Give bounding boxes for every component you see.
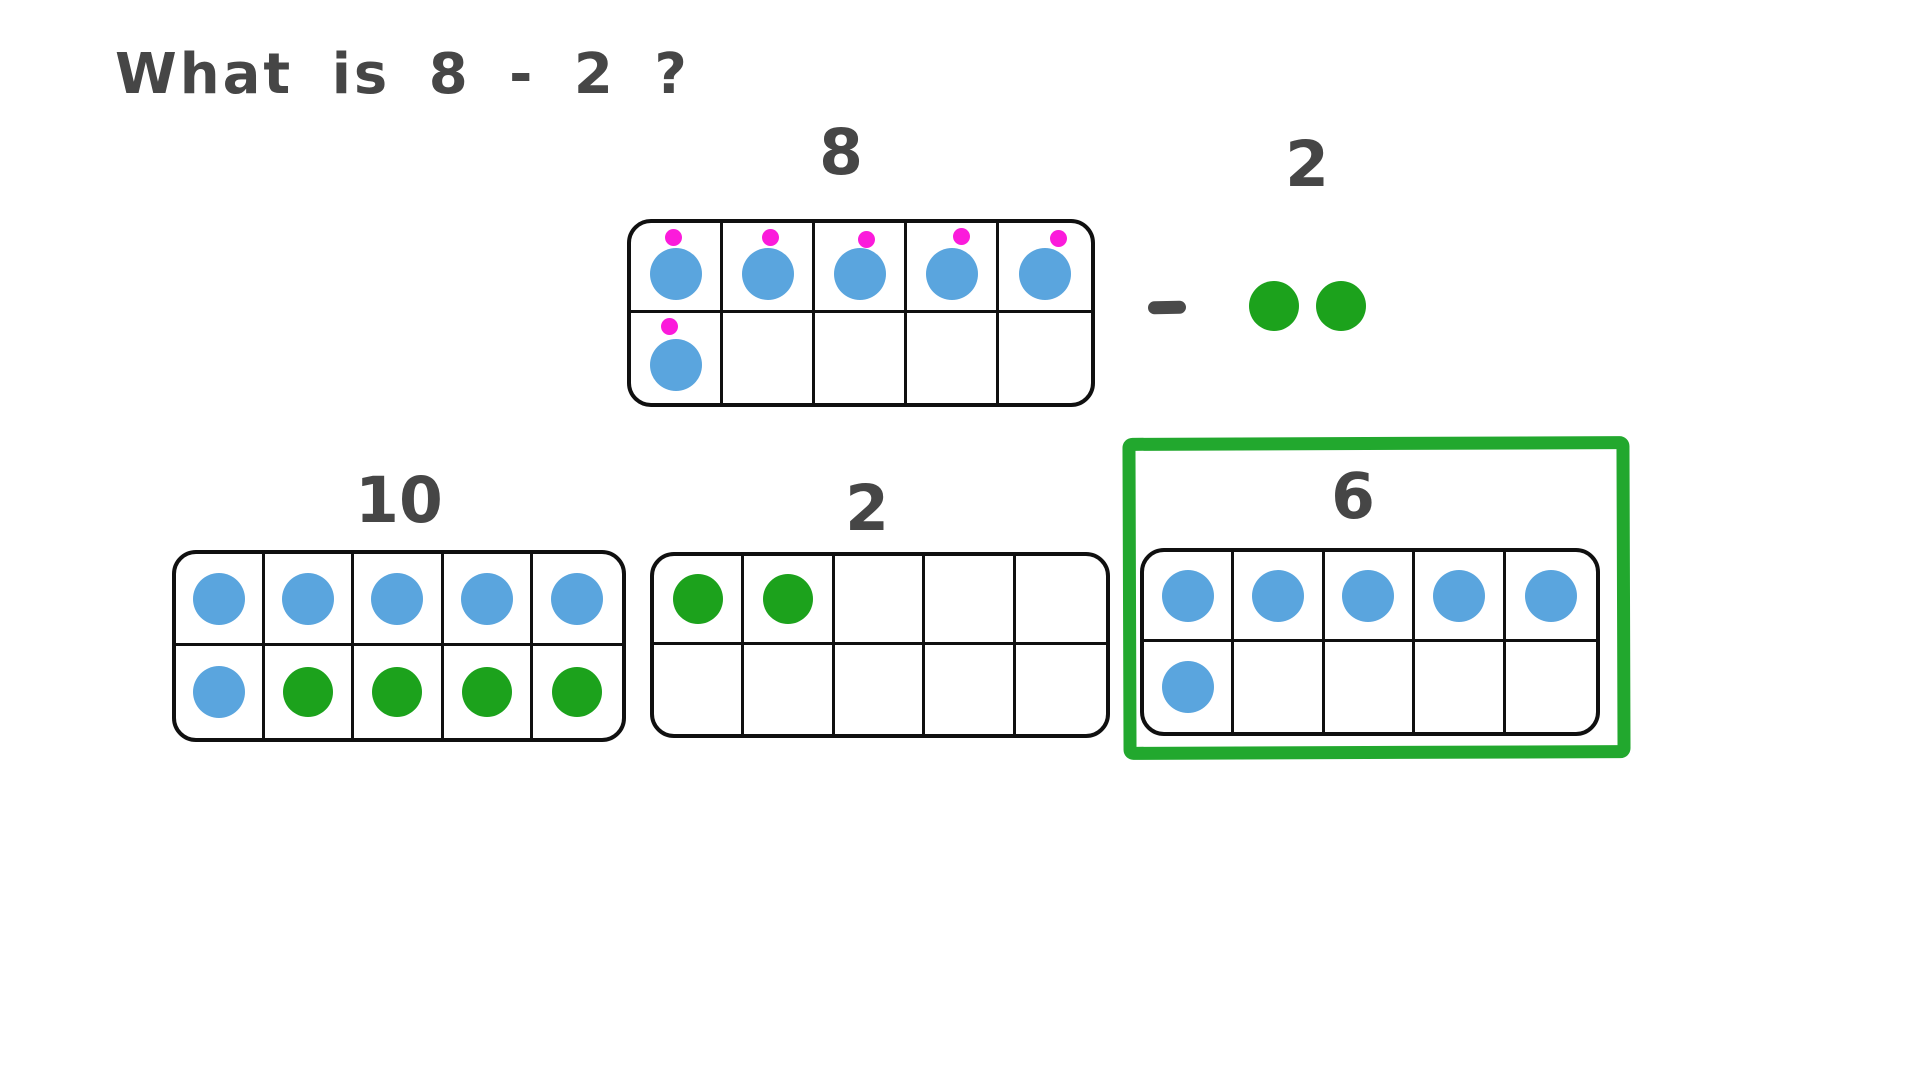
frame-cell — [443, 554, 533, 646]
frame-cell — [815, 223, 907, 313]
frame-cell — [1325, 642, 1416, 732]
count-mark-dot — [661, 318, 679, 335]
frame-cell — [835, 645, 926, 734]
frame-cell — [1144, 642, 1235, 732]
frame-cell — [444, 646, 533, 738]
ten-frame-10 — [172, 550, 626, 742]
counter-dot-green — [372, 667, 423, 717]
frame-cell — [1015, 556, 1106, 645]
count-mark-dot — [857, 231, 875, 248]
counter-dot-blue — [1019, 247, 1071, 300]
counter-dot-blue — [741, 247, 794, 300]
ten-frame-8 — [627, 219, 1095, 407]
counter-dot-blue — [460, 572, 513, 625]
count-mark-dot — [953, 228, 971, 245]
counter-dot-blue — [1524, 569, 1577, 622]
frame-cell — [265, 554, 355, 646]
frame-cell — [354, 646, 444, 738]
frame-cell — [723, 313, 815, 403]
frame-cell — [1016, 645, 1106, 734]
subtrahend-frame-label: 2 — [845, 472, 889, 545]
counter-dot-blue — [833, 247, 886, 300]
frame-cell — [1415, 642, 1506, 732]
frame-cell — [744, 645, 835, 734]
minuend-frame-label: 8 — [819, 116, 863, 189]
frame-cell — [532, 554, 622, 646]
frame-cell — [925, 556, 1016, 645]
frame-cell — [533, 646, 622, 738]
counter-dot-blue — [1342, 569, 1395, 622]
counter-dot-blue — [649, 339, 702, 391]
frame-cell — [654, 645, 745, 734]
frame-cell — [999, 223, 1091, 313]
count-mark-dot — [664, 229, 682, 246]
counter-dot-blue — [371, 572, 424, 625]
counter-dot-green — [1249, 281, 1299, 331]
count-mark-dot — [762, 229, 780, 246]
total-frame-label: 10 — [355, 464, 443, 537]
frame-cell — [176, 646, 266, 738]
frame-cell — [176, 554, 266, 646]
counter-dot-green — [461, 667, 512, 717]
frame-cell — [1234, 642, 1325, 732]
frame-cell — [815, 313, 907, 403]
frame-cell — [723, 223, 815, 313]
frame-cell — [907, 313, 999, 403]
frame-cell — [1234, 552, 1325, 642]
counter-dot-green — [763, 574, 814, 624]
counter-dot-blue — [193, 572, 246, 625]
frame-cell — [1324, 552, 1416, 642]
counter-dot-green — [1316, 281, 1366, 331]
subtrahend-dots — [1249, 281, 1366, 331]
count-mark-dot — [1049, 230, 1067, 247]
ten-frame-6 — [1140, 548, 1600, 736]
answer-frame-label: 6 — [1331, 460, 1375, 533]
frame-cell — [354, 554, 444, 646]
counter-dot-green — [552, 667, 603, 717]
frame-cell — [907, 223, 999, 313]
counter-dot-blue — [1432, 569, 1485, 622]
counter-dot-blue — [925, 247, 978, 300]
frame-cell — [265, 646, 355, 738]
frame-cell — [631, 223, 723, 313]
frame-cell — [654, 556, 745, 645]
ten-frame-2 — [650, 552, 1110, 738]
frame-cell — [1506, 642, 1596, 732]
counter-dot-blue — [1161, 569, 1214, 622]
frame-cell — [999, 313, 1091, 403]
frame-cell — [744, 556, 835, 645]
counter-dot-blue — [1161, 661, 1214, 713]
frame-cell — [631, 313, 723, 403]
frame-cell — [834, 556, 926, 645]
frame-cell — [1505, 552, 1596, 642]
minus-sign-icon — [1147, 300, 1187, 315]
counter-dot-green — [672, 574, 723, 624]
counter-dot-blue — [551, 572, 604, 625]
frame-cell — [1415, 552, 1506, 642]
counter-dot-blue — [1252, 569, 1305, 622]
counter-dot-green — [283, 667, 334, 717]
counter-dot-blue — [649, 247, 702, 300]
subtrahend-dots-label: 2 — [1285, 128, 1329, 201]
counter-dot-blue — [193, 666, 246, 718]
counter-dot-blue — [282, 572, 335, 625]
frame-cell — [1144, 552, 1235, 642]
question-text: What is 8 - 2 ? — [115, 42, 690, 107]
frame-cell — [925, 645, 1016, 734]
